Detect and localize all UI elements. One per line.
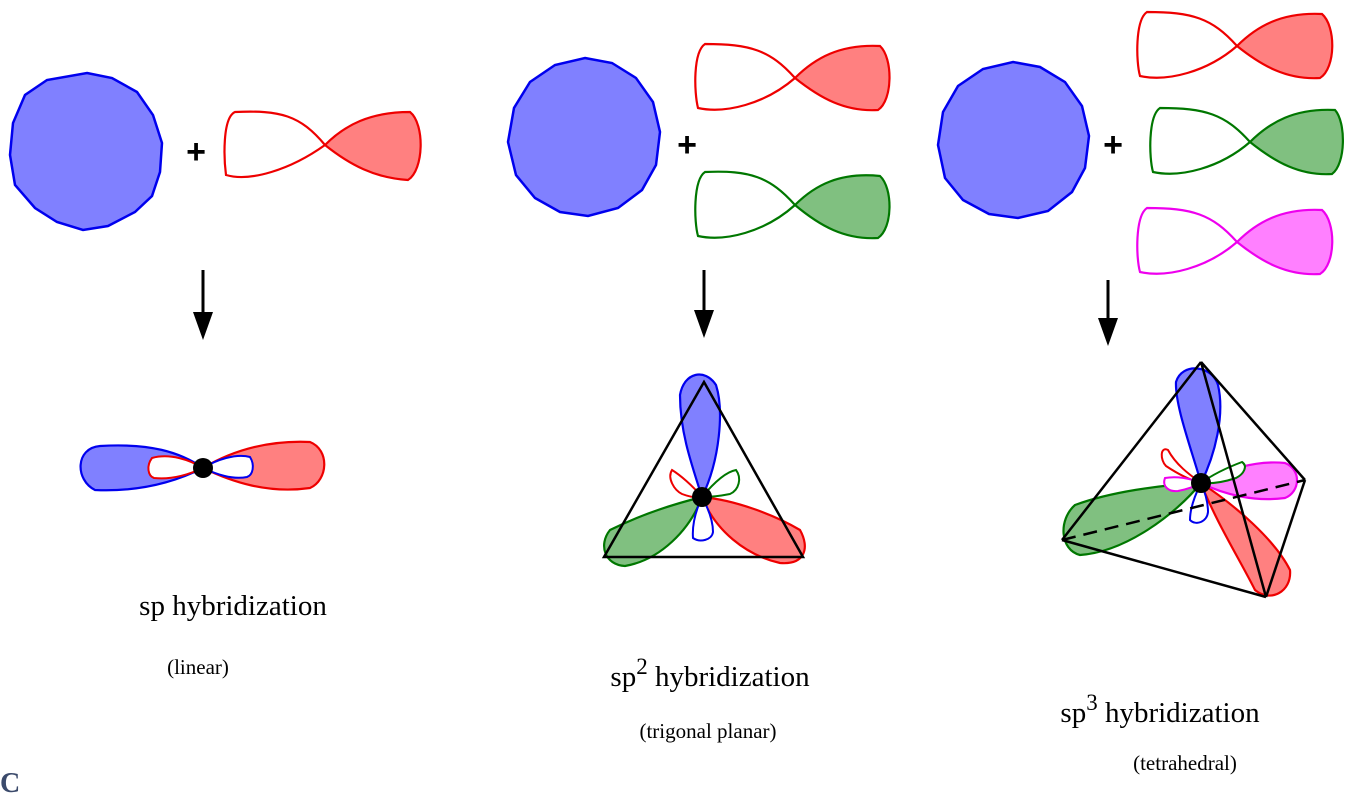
- panel-sp: +: [8, 71, 422, 492]
- sp-hybridization-title: sp hybridization: [139, 590, 327, 622]
- s-orbital: [8, 71, 164, 232]
- sp-geometry-label: (linear): [167, 655, 229, 679]
- p-lobe-filled: [1248, 108, 1344, 176]
- sp2-geometry-label: (trigonal planar): [639, 719, 777, 743]
- tetrahedron-frame: [1061, 361, 1307, 599]
- minor-lobe-blue: [691, 494, 715, 542]
- plus-sign: +: [1103, 126, 1123, 164]
- s-orbital: [506, 56, 662, 218]
- plus-sign: +: [677, 126, 697, 164]
- minor-lobe-red: [1160, 448, 1202, 484]
- minor-lobe-blue: [200, 454, 254, 479]
- triangle-frame: [601, 379, 806, 559]
- hybrid-lobe-blue: [678, 373, 721, 500]
- p-lobe-filled: [793, 174, 891, 240]
- s-orbital: [936, 60, 1091, 220]
- arrow-down: [193, 270, 213, 340]
- hybrid-lobe-green: [603, 495, 704, 568]
- p-lobe-empty: [1136, 10, 1239, 79]
- hybrid-lobe-red: [700, 495, 806, 565]
- minor-lobe-green: [699, 468, 741, 499]
- minor-lobe-red: [147, 455, 206, 480]
- minor-lobe-blue: [1188, 480, 1210, 524]
- p-lobe-empty: [1149, 106, 1252, 175]
- sp2-hybrid-orbitals: [601, 373, 806, 568]
- p-lobe-filled: [1235, 12, 1334, 80]
- partial-bottom-text: C: [0, 768, 21, 799]
- p-orbital-red: [1136, 10, 1334, 80]
- sp3-hybrid-orbitals: [1061, 361, 1307, 599]
- p-orbital-green: [1149, 106, 1344, 176]
- sp2-hybridization-title: sp2 hybridization: [610, 654, 810, 693]
- sp3-geometry-label: (tetrahedral): [1133, 751, 1237, 775]
- hybridization-diagram: + +: [8, 10, 1344, 599]
- panel-sp2: +: [506, 42, 891, 568]
- sp-hybrid-orbitals: [79, 440, 326, 492]
- p-lobe-empty: [1136, 206, 1239, 275]
- arrow-down: [1098, 280, 1118, 346]
- nucleus: [1191, 473, 1211, 493]
- nucleus: [193, 458, 213, 478]
- sp3-hybridization-title: sp3 hybridization: [1060, 690, 1260, 729]
- p-lobe-empty: [223, 110, 327, 179]
- p-orbital-magenta: [1136, 206, 1334, 276]
- p-lobe-filled: [793, 44, 891, 112]
- arrow-down: [694, 270, 714, 338]
- hybrid-lobe-green: [1062, 481, 1204, 557]
- p-orbital-red: [694, 42, 891, 112]
- p-orbital-red: [223, 110, 422, 182]
- p-lobe-empty: [694, 170, 797, 239]
- panel-sp3: +: [936, 10, 1344, 599]
- hybrid-lobe-red: [1198, 480, 1292, 597]
- p-lobe-filled: [1235, 208, 1334, 276]
- p-orbital-green: [694, 170, 891, 240]
- plus-sign: +: [186, 133, 206, 171]
- p-lobe-empty: [694, 42, 797, 111]
- p-lobe-filled: [323, 110, 422, 182]
- nucleus: [692, 487, 712, 507]
